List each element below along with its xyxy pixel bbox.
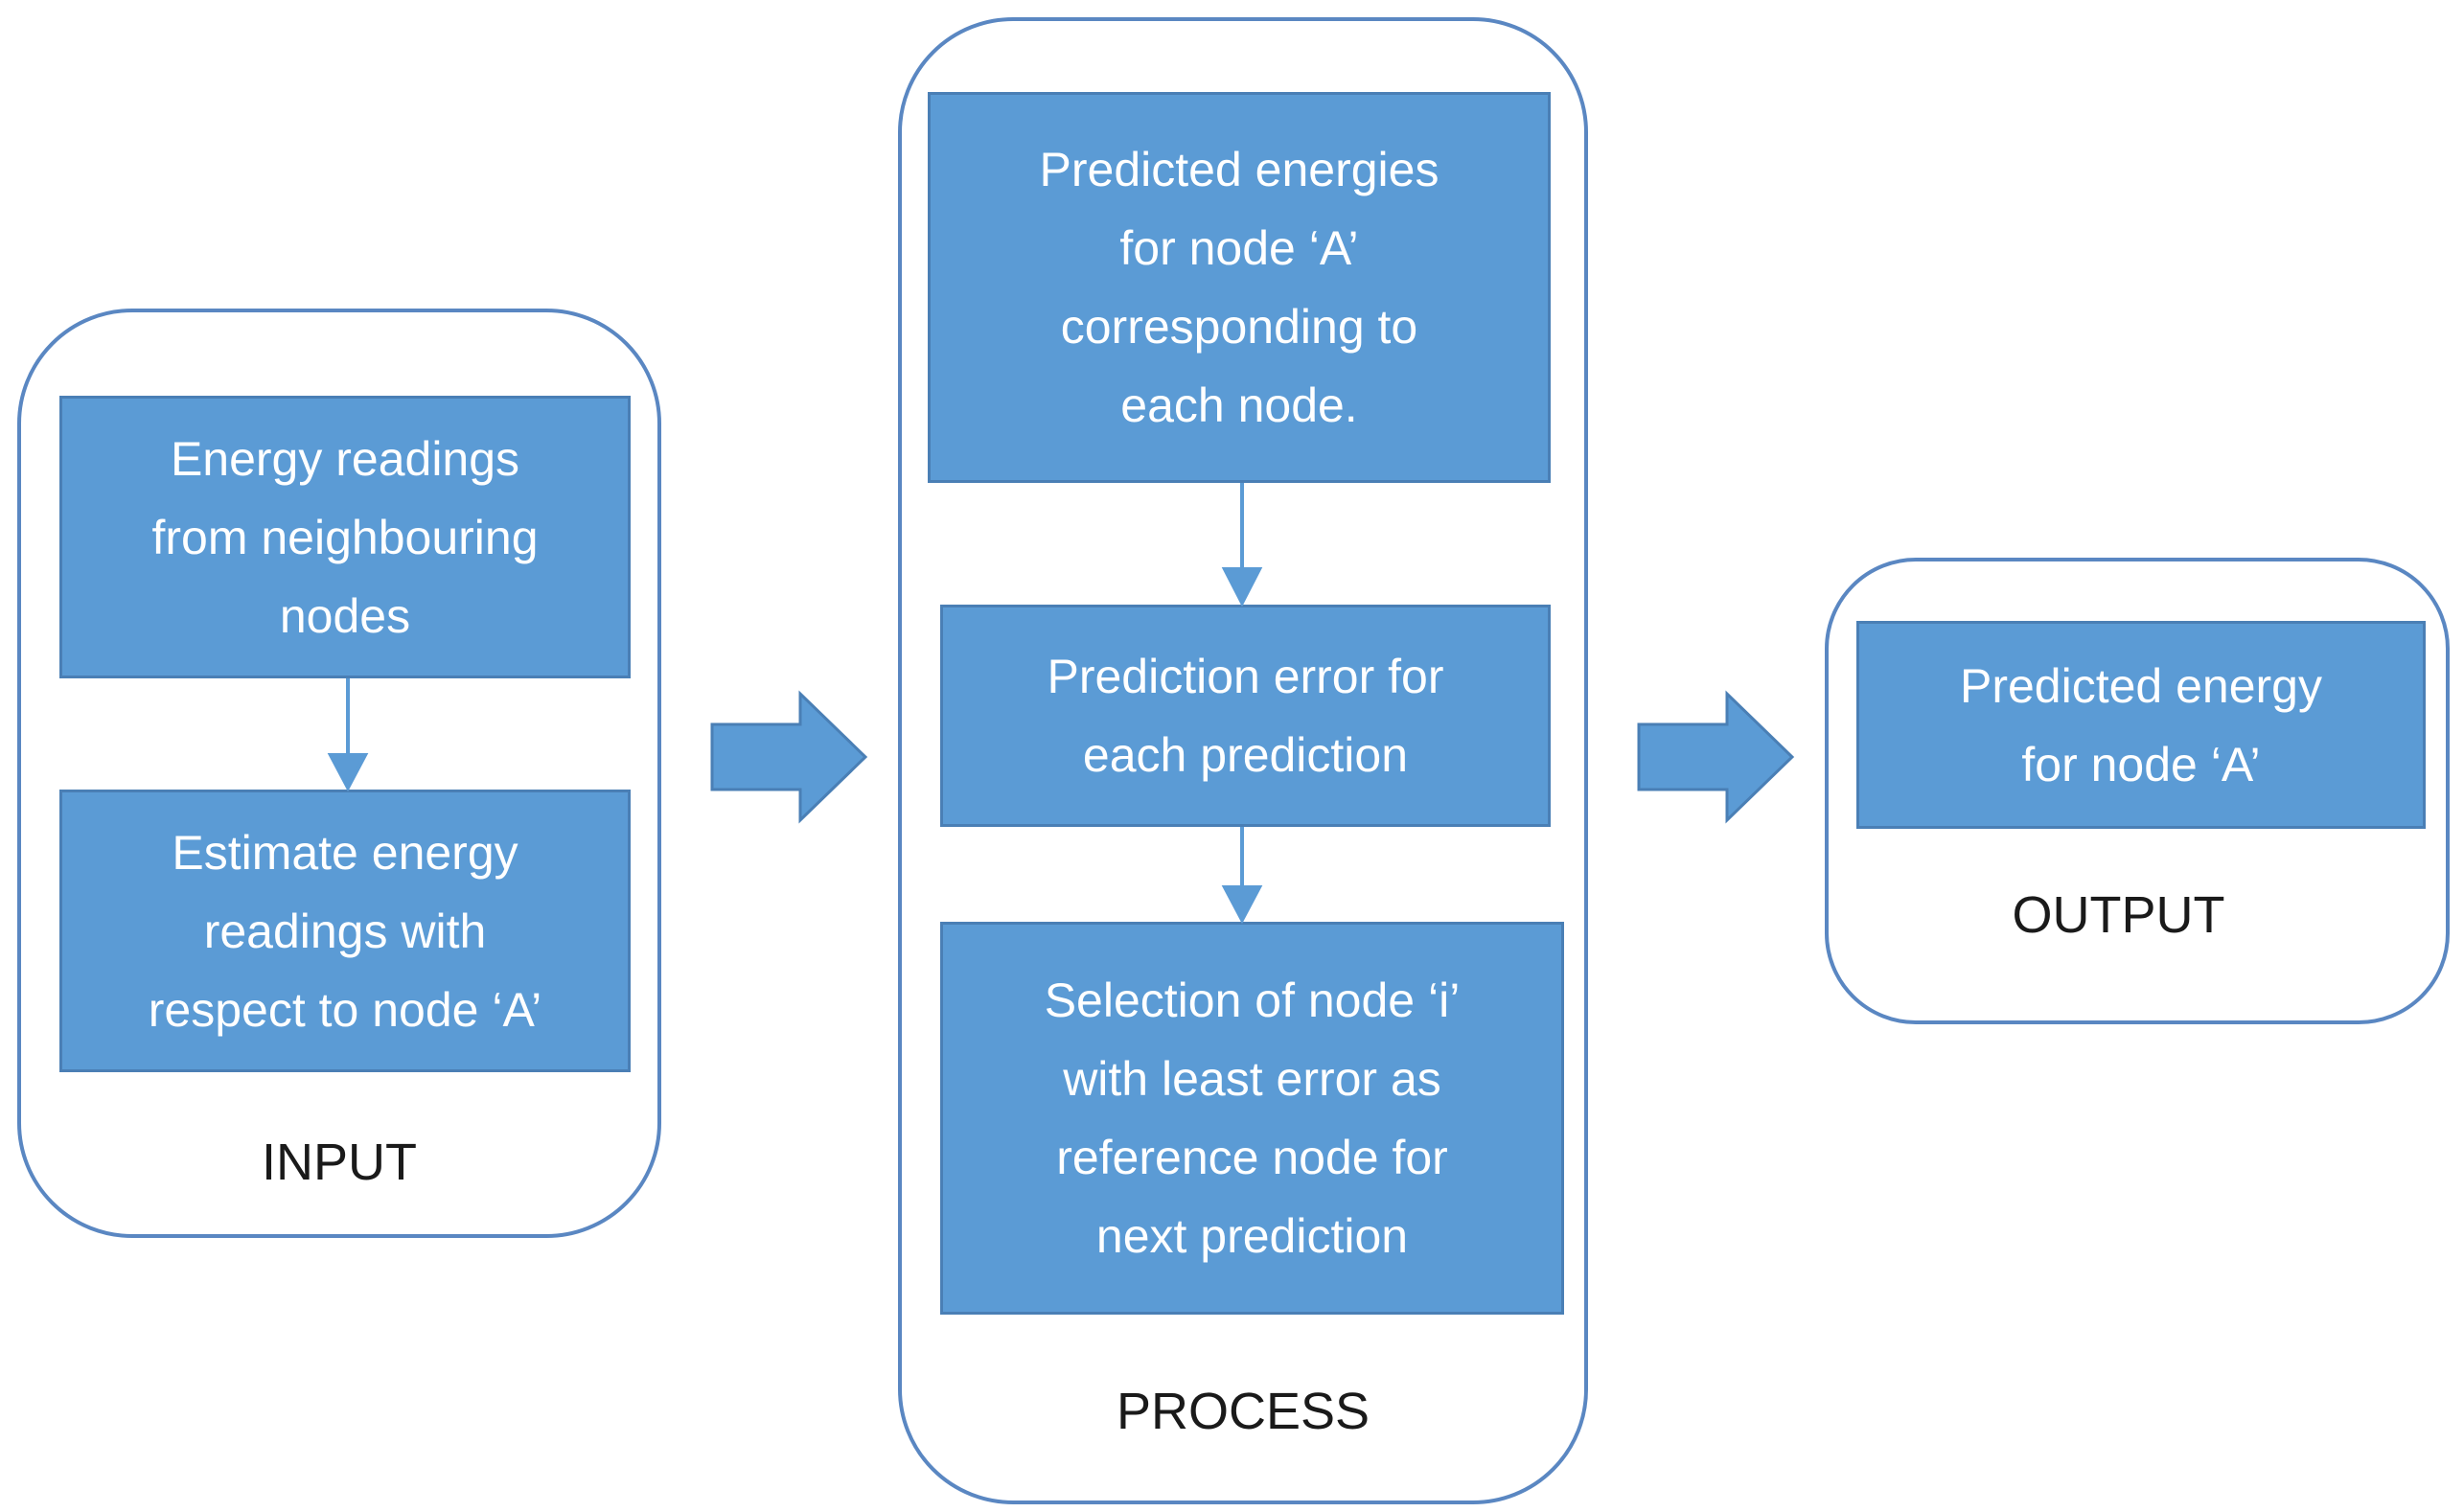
box-prediction-error: Prediction error for each prediction — [940, 605, 1551, 827]
box-predicted-energies: Predicted energies for node ‘A’ correspo… — [928, 92, 1551, 483]
output-stage-label: OUTPUT — [2012, 886, 2225, 944]
arrow-process-internal-2-head — [1221, 885, 1263, 925]
arrow-process-internal-1-head — [1221, 567, 1263, 607]
block-arrow-process-to-output — [1637, 690, 1795, 824]
process-stage-label: PROCESS — [1116, 1383, 1370, 1440]
box-estimate-energy: Estimate energy readings with respect to… — [59, 790, 631, 1072]
arrow-input-internal-head — [327, 753, 369, 792]
box-node-selection: Selection of node ‘i’ with least error a… — [940, 922, 1564, 1315]
block-arrow-input-to-process — [710, 690, 868, 824]
box-energy-readings: Energy readings from neighbouring nodes — [59, 396, 631, 678]
input-stage-label: INPUT — [262, 1134, 417, 1191]
box-predicted-energy-output: Predicted energy for node ‘A’ — [1856, 621, 2426, 829]
